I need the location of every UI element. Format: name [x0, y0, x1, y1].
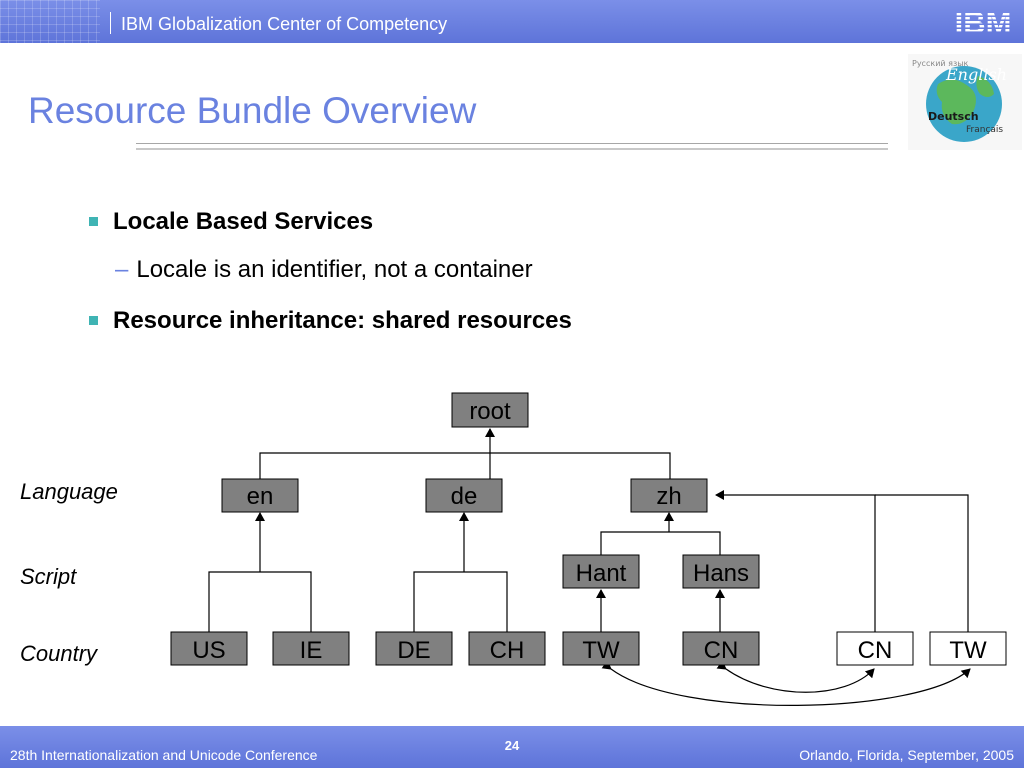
node-cn-alias: CN	[836, 631, 914, 666]
node-tw: TW	[562, 631, 640, 666]
bullet-locale-services: Locale Based Services	[89, 208, 374, 236]
row-label-script: Script	[20, 564, 77, 589]
badge-word-russian: Русский язык	[912, 59, 969, 68]
node-hans: Hans	[682, 554, 760, 589]
node-tw-alias: TW	[929, 631, 1007, 666]
node-de: de	[425, 478, 503, 513]
bullet-marker	[89, 217, 98, 226]
ibm-logo: IBM	[955, 5, 1012, 39]
ibm-logo-text: IBM	[955, 5, 1012, 39]
header-divider	[110, 12, 111, 34]
node-label: CN	[858, 637, 893, 664]
node-root: root	[451, 392, 529, 428]
bullet-text: Resource inheritance: shared resources	[113, 307, 572, 334]
node-hant: Hant	[562, 554, 640, 589]
slide-title: Resource Bundle Overview	[28, 90, 477, 131]
badge-word-deutsch: Deutsch	[928, 110, 979, 123]
header-bar: IBM Globalization Center of Competency I…	[0, 0, 1024, 43]
bullet-resource-inheritance: Resource inheritance: shared resources	[89, 307, 572, 335]
node-label: DE	[397, 637, 430, 664]
bullet-marker	[89, 316, 98, 325]
node-label: CN	[704, 637, 739, 664]
node-zh: zh	[630, 478, 708, 513]
locale-inheritance-diagram: root en de zh Hant Hans US IE	[170, 392, 1007, 706]
row-label-country: Country	[20, 641, 98, 666]
header-grid-decoration	[0, 0, 100, 43]
language-globe-badge: Русский язык English Deutsch Français	[908, 54, 1022, 150]
node-us: US	[170, 631, 248, 666]
bullet-text: Locale Based Services	[113, 208, 374, 235]
node-label: de	[451, 483, 478, 510]
node-label: zh	[656, 483, 681, 510]
node-label: root	[469, 398, 511, 425]
node-label: CH	[490, 637, 525, 664]
badge-word-francais: Français	[966, 125, 1003, 135]
node-label: Hans	[693, 560, 749, 587]
node-en: en	[221, 478, 299, 513]
title-rule	[136, 143, 888, 150]
page-number: 24	[504, 738, 520, 753]
node-label: US	[192, 637, 225, 664]
badge-word-english: English	[945, 65, 1007, 84]
node-de-country: DE	[375, 631, 453, 666]
footer-conference: 28th Internationalization and Unicode Co…	[10, 747, 318, 763]
footer-location: Orlando, Florida, September, 2005	[799, 747, 1014, 763]
node-label: Hant	[576, 560, 627, 587]
footer-bar: 28th Internationalization and Unicode Co…	[0, 726, 1024, 768]
row-label-language: Language	[20, 479, 118, 504]
org-title: IBM Globalization Center of Competency	[121, 14, 448, 34]
node-ie: IE	[272, 631, 350, 666]
tree-connectors	[208, 428, 971, 706]
sub-bullet-text: Locale is an identifier, not a container	[136, 256, 533, 283]
node-cn: CN	[682, 631, 760, 666]
node-label: IE	[300, 637, 323, 664]
sub-bullet-dash: –	[115, 256, 129, 283]
sub-bullet-locale-identifier: –Locale is an identifier, not a containe…	[115, 256, 533, 284]
node-label: TW	[949, 637, 987, 664]
node-ch: CH	[468, 631, 546, 666]
node-label: TW	[582, 637, 620, 664]
node-label: en	[247, 483, 274, 510]
